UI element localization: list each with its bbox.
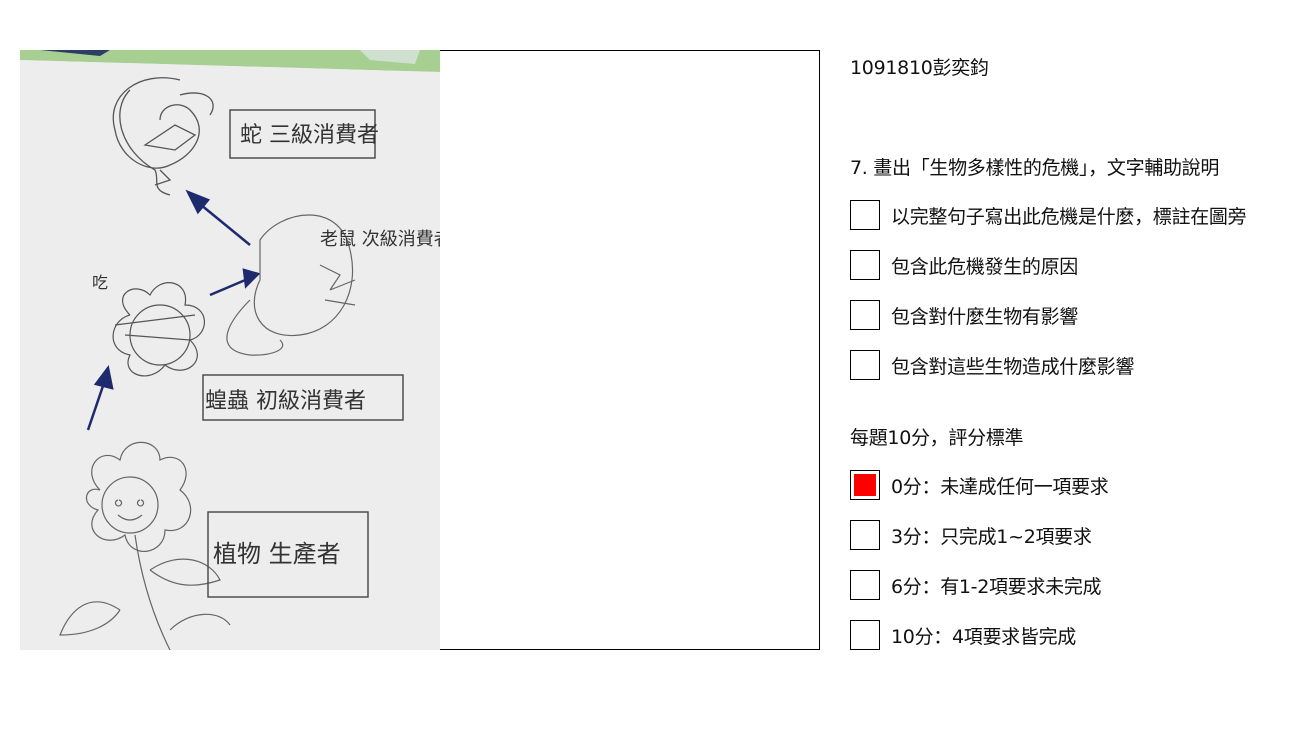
mouse-label: 老鼠 次級消費者: [320, 229, 440, 250]
snake-label: 蛇 三級消費者: [240, 123, 379, 148]
score-option-label: 3分：只完成1~2項要求: [891, 525, 1092, 548]
food-chain-arrows: [86, 189, 261, 431]
student-id-name: 1091810彭奕鈞: [850, 57, 989, 79]
student-drawing-photo: 蛇 三級消費者 老鼠 次級消費者 吃 蝗蟲 初級消費者: [20, 50, 440, 650]
requirement-row[interactable]: 以完整句子寫出此危機是什麼，標註在圖旁: [850, 200, 1247, 230]
score-option-row[interactable]: 6分：有1-2項要求未完成: [850, 570, 1102, 600]
requirement-checkbox[interactable]: [850, 300, 880, 330]
score-option-row[interactable]: 10分：4項要求皆完成: [850, 620, 1076, 650]
score-option-checkbox[interactable]: [850, 620, 880, 650]
snake-label-box: 蛇 三級消費者: [229, 109, 379, 159]
selected-marker: [854, 474, 876, 496]
requirement-label: 包含對這些生物造成什麼影響: [891, 355, 1135, 378]
requirement-checkbox[interactable]: [850, 350, 880, 380]
plant-label: 植物 生產者: [213, 540, 341, 568]
scoring-title: 每題10分，評分標準: [850, 427, 1024, 449]
mouse-sketch: [226, 214, 356, 356]
score-option-row[interactable]: 3分：只完成1~2項要求: [850, 520, 1092, 550]
requirement-label: 包含對什麼生物有影響: [891, 305, 1079, 328]
requirement-row[interactable]: 包含對這些生物造成什麼影響: [850, 350, 1134, 380]
grasshopper-label: 蝗蟲 初級消費者: [205, 389, 366, 414]
score-option-label: 10分：4項要求皆完成: [891, 625, 1076, 648]
requirement-row[interactable]: 包含對什麼生物有影響: [850, 300, 1078, 330]
snake-sketch: [112, 77, 214, 196]
score-option-checkbox[interactable]: [850, 470, 880, 500]
requirement-checkbox[interactable]: [850, 200, 880, 230]
score-option-label: 6分：有1-2項要求未完成: [891, 575, 1102, 598]
eat-label: 吃: [92, 273, 108, 292]
requirement-checkbox[interactable]: [850, 250, 880, 280]
requirement-label: 包含此危機發生的原因: [891, 255, 1079, 278]
question-prompt: 7. 畫出「生物多樣性的危機」，文字輔助說明: [850, 157, 1220, 179]
score-option-row[interactable]: 0分：未達成任何一項要求: [850, 470, 1109, 500]
score-option-checkbox[interactable]: [850, 570, 880, 600]
score-option-label: 0分：未達成任何一項要求: [891, 475, 1109, 498]
plant-sketch: [59, 441, 231, 650]
grasshopper-label-box: 蝗蟲 初級消費者: [202, 374, 404, 421]
score-option-checkbox[interactable]: [850, 520, 880, 550]
requirement-row[interactable]: 包含此危機發生的原因: [850, 250, 1078, 280]
plant-label-box: 植物 生產者: [207, 511, 369, 598]
grasshopper-sketch: [112, 282, 205, 377]
requirement-label: 以完整句子寫出此危機是什麼，標註在圖旁: [891, 205, 1247, 228]
